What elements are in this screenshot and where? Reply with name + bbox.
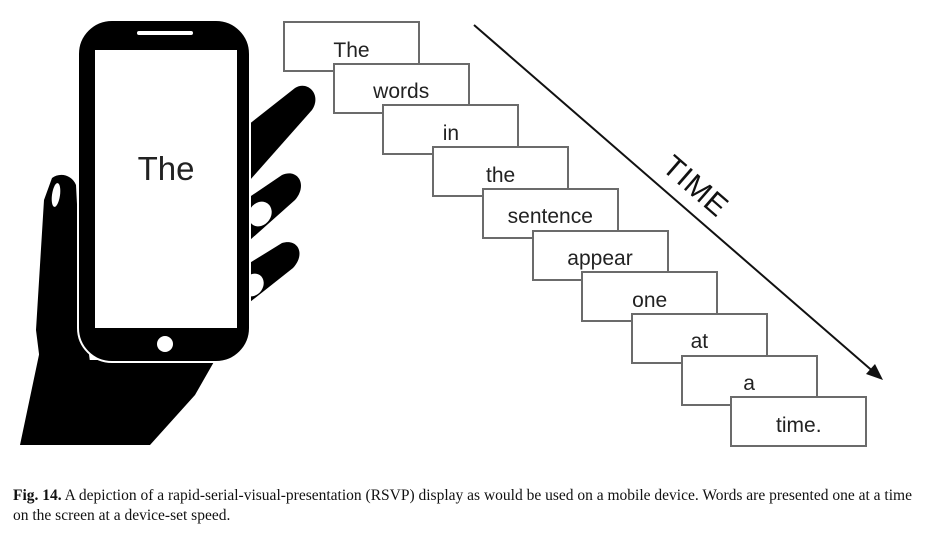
phone-screen-word: The [137, 150, 195, 187]
arrowhead-icon [866, 364, 883, 380]
word-text: sentence [507, 205, 593, 229]
word-box: time. [730, 396, 868, 448]
caption-label: Fig. 14. [13, 487, 62, 504]
time-arrow [473, 24, 883, 380]
hand-holding-phone-illustration [20, 19, 883, 445]
word-text: words [373, 80, 430, 104]
word-text: The [333, 38, 370, 62]
word-text: at [690, 330, 709, 354]
caption-text: A depiction of a rapid-serial-visual-pre… [13, 487, 912, 524]
figure-caption: Fig. 14. A depiction of a rapid-serial-v… [13, 486, 923, 526]
word-text: appear [567, 247, 633, 270]
word-text: time. [776, 413, 822, 437]
word-text: a [743, 372, 755, 396]
word-text: the [485, 163, 516, 187]
smartphone-icon [77, 19, 251, 363]
word-box: sentence [481, 187, 619, 239]
word-text: one [632, 288, 668, 312]
word-text: in [442, 121, 460, 145]
